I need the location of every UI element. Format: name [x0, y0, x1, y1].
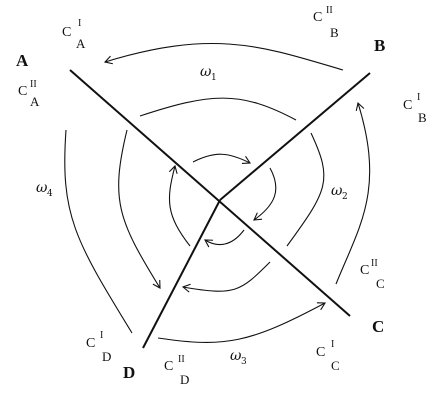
label-CIB: C I B [403, 92, 427, 125]
line-center-D [142, 199, 221, 349]
vertex-D: D [123, 363, 135, 382]
svg-text:ω: ω [331, 183, 343, 199]
svg-text:C: C [376, 276, 385, 291]
label-CIID: C II D [164, 354, 189, 387]
inner-arc-3 [204, 229, 245, 248]
svg-text:C: C [331, 358, 340, 373]
svg-text:II: II [178, 354, 185, 365]
svg-text:I: I [100, 330, 103, 341]
svg-text:II: II [30, 79, 37, 90]
vertex-A: A [16, 51, 29, 70]
svg-text:C: C [403, 98, 412, 113]
svg-text:C: C [62, 25, 71, 40]
omega-1-label: ω 1 [200, 64, 217, 83]
label-CIIB: C II B [313, 5, 339, 40]
inner-arc-4 [168, 164, 191, 247]
outer-arc-D-A [64, 129, 133, 334]
svg-text:2: 2 [342, 192, 348, 202]
label-CIIC: C II C [360, 258, 385, 291]
svg-text:C: C [18, 84, 27, 99]
svg-text:ω: ω [36, 180, 48, 196]
svg-text:I: I [331, 339, 334, 350]
line-A-C [69, 69, 351, 317]
svg-text:A: A [76, 36, 86, 51]
label-CIIA: C II A [18, 79, 40, 109]
svg-text:I: I [417, 92, 420, 103]
outer-arc-A-B [103, 42, 344, 71]
inner-arc-1 [192, 153, 251, 164]
vertex-C: C [372, 317, 384, 336]
svg-text:C: C [313, 10, 322, 25]
svg-text:B: B [330, 25, 339, 40]
middle-arc-4 [118, 129, 161, 289]
middle-arc-2 [286, 132, 325, 247]
svg-text:1: 1 [211, 73, 217, 83]
svg-text:4: 4 [47, 189, 53, 199]
outer-arc-B-C [335, 101, 371, 285]
svg-text:II: II [371, 258, 378, 269]
svg-text:D: D [180, 372, 189, 387]
outer-arc-C-D [157, 302, 326, 343]
svg-text:A: A [30, 94, 40, 109]
svg-text:ω: ω [200, 64, 212, 80]
svg-text:3: 3 [241, 357, 247, 367]
svg-text:D: D [102, 349, 111, 364]
svg-text:ω: ω [230, 348, 242, 364]
line-B-center [219, 72, 371, 201]
svg-text:II: II [326, 5, 333, 16]
label-CID: C I D [86, 330, 111, 364]
svg-text:C: C [164, 359, 173, 374]
svg-text:C: C [360, 263, 369, 278]
svg-text:C: C [316, 345, 325, 360]
svg-text:C: C [86, 336, 95, 351]
svg-text:I: I [78, 18, 81, 29]
inner-arc-2 [253, 167, 277, 221]
omega-2-label: ω 2 [331, 183, 348, 202]
middle-arc-3 [181, 261, 271, 293]
label-CIA: C I A [62, 18, 86, 51]
vertex-B: B [374, 36, 385, 55]
omega-3-label: ω 3 [230, 348, 247, 367]
label-CIC: C I C [316, 339, 340, 373]
svg-text:B: B [418, 110, 427, 125]
middle-arc-1 [139, 97, 297, 121]
omega-4-label: ω 4 [36, 180, 53, 199]
